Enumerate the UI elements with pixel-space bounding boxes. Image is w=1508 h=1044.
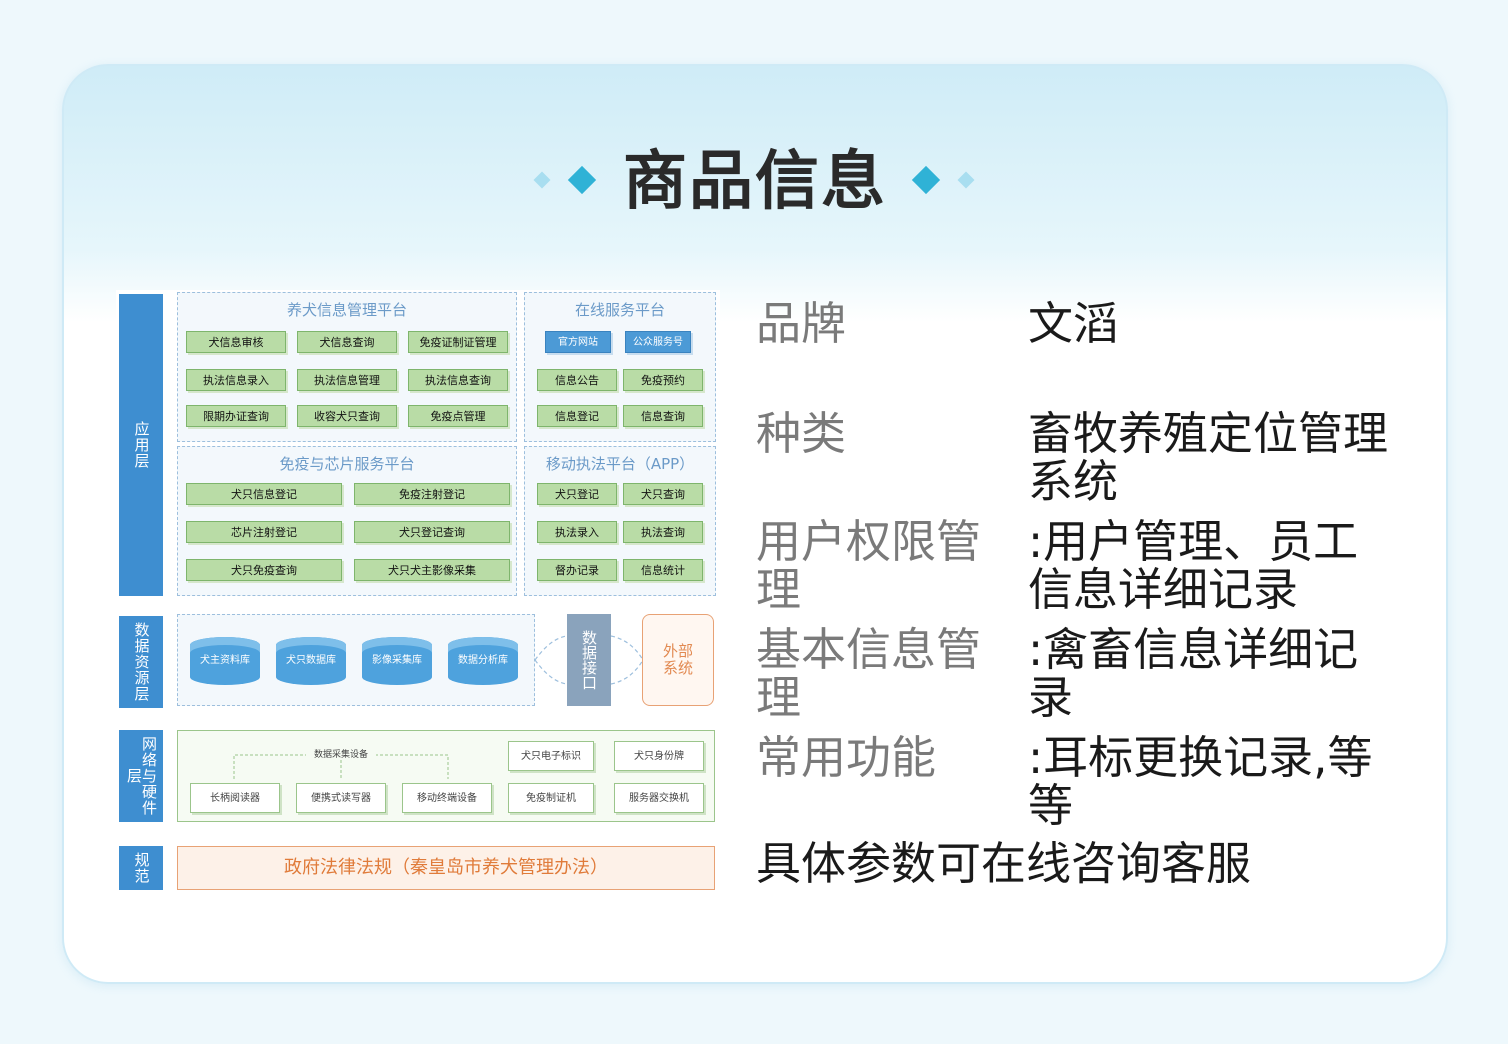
hardware-group-label: 数据采集设备	[306, 747, 376, 760]
hardware-box: 便携式读写器	[296, 783, 386, 813]
database-cylinder: 犬主资料库	[190, 637, 260, 685]
spec-label-common-functions: 常用功能	[756, 731, 937, 784]
module-box: 信息登记	[537, 405, 617, 427]
title-row: 商品信息	[0, 140, 1508, 230]
panel-mobile-enforcement: 移动执法平台（APP） 犬只登记 犬只查询 执法录入 执法查询 督办记录 信息统…	[524, 446, 716, 596]
layer-label-data: 数据资源层	[119, 616, 163, 708]
external-system-box: 外部系统	[642, 614, 714, 706]
module-box: 执法查询	[623, 521, 703, 543]
layer-label-app: 应用层	[119, 294, 163, 596]
hardware-box: 服务器交换机	[614, 783, 704, 813]
module-box: 执法信息录入	[186, 369, 286, 391]
module-box: 犬只登记	[537, 483, 617, 505]
module-box: 公众服务号	[625, 331, 691, 353]
spec-value-type: 畜牧养殖定位管理系统	[1028, 407, 1389, 508]
module-box: 犬只犬主影像采集	[354, 559, 510, 581]
diamond-decoration-icon	[911, 165, 941, 195]
panel-title: 养犬信息管理平台	[286, 301, 407, 319]
panel-databases: 犬主资料库 犬只数据库 影像采集库 数据分析库	[177, 614, 535, 706]
hardware-box: 犬只身份牌	[614, 741, 704, 771]
diamond-decoration-icon	[957, 171, 975, 189]
spec-value-basic-info: :禽畜信息详细记录	[1028, 623, 1359, 724]
consult-note: 具体参数可在线咨询客服	[756, 837, 1252, 890]
connector-lines	[535, 635, 644, 685]
module-box: 执法信息查询	[408, 369, 508, 391]
module-box: 犬只登记查询	[354, 521, 510, 543]
spec-value-user-permission: :用户管理、员工信息详细记录	[1028, 515, 1359, 616]
hardware-box: 长柄阅读器	[190, 783, 280, 813]
page-title: 商品信息	[623, 145, 887, 219]
database-cylinder: 影像采集库	[362, 637, 432, 685]
panel-breeding-platform: 养犬信息管理平台 犬信息审核 犬信息查询 免疫证制证管理 执法信息录入 执法信息…	[177, 292, 517, 442]
spec-value-common-functions: :耳标更换记录,等等	[1028, 731, 1373, 832]
database-cylinder: 数据分析库	[448, 637, 518, 685]
hardware-box: 免疫制证机	[508, 783, 594, 813]
database-cylinder: 犬只数据库	[276, 637, 346, 685]
module-box: 犬信息查询	[297, 331, 397, 353]
panel-online-service: 在线服务平台 官方网站 公众服务号 信息公告 免疫预约 信息登记 信息查询	[524, 292, 716, 442]
module-box: 犬只信息登记	[186, 483, 342, 505]
hardware-box: 犬只电子标识	[508, 741, 594, 771]
diamond-decoration-icon	[567, 165, 597, 195]
module-box: 犬信息审核	[186, 331, 286, 353]
module-box: 芯片注射登记	[186, 521, 342, 543]
module-box: 官方网站	[545, 331, 611, 353]
module-box: 犬只查询	[623, 483, 703, 505]
data-interface-box: 数据接口	[567, 614, 611, 706]
spec-label-brand: 品牌	[756, 297, 847, 350]
architecture-diagram: 应用层 数据资源层 网络与硬件层 规范 养犬信息管理平台 犬信息审核 犬信息查询…	[116, 290, 720, 896]
module-box: 犬只免疫查询	[186, 559, 342, 581]
panel-hardware: 数据采集设备 犬只电子标识 犬只身份牌 长柄阅读器 便携式读写器 移动终端设备 …	[177, 730, 715, 822]
spec-label-type: 种类	[756, 407, 847, 460]
module-box: 免疫点管理	[408, 405, 508, 427]
module-box: 收容犬只查询	[297, 405, 397, 427]
module-box: 执法录入	[537, 521, 617, 543]
module-box: 督办记录	[537, 559, 617, 581]
module-box: 免疫预约	[623, 369, 703, 391]
spec-label-basic-info: 基本信息管理	[756, 623, 982, 724]
module-box: 限期办证查询	[186, 405, 286, 427]
law-regulation-box: 政府法律法规（秦皇岛市养犬管理办法）	[177, 846, 715, 890]
layer-label-network: 网络与硬件层	[119, 730, 163, 822]
module-box: 信息查询	[623, 405, 703, 427]
diamond-decoration-icon	[533, 171, 551, 189]
panel-title: 移动执法平台（APP）	[545, 455, 695, 473]
module-box: 执法信息管理	[297, 369, 397, 391]
hardware-box: 移动终端设备	[402, 783, 492, 813]
spec-label-user-permission: 用户权限管理	[756, 515, 982, 616]
panel-title: 在线服务平台	[574, 301, 665, 319]
panel-title: 免疫与芯片服务平台	[279, 455, 415, 473]
module-box: 免疫注射登记	[354, 483, 510, 505]
panel-chip-platform: 免疫与芯片服务平台 犬只信息登记 免疫注射登记 芯片注射登记 犬只登记查询 犬只…	[177, 446, 517, 596]
module-box: 信息统计	[623, 559, 703, 581]
layer-label-norms: 规范	[119, 846, 163, 890]
spec-value-brand: 文滔	[1028, 297, 1119, 350]
module-box: 信息公告	[537, 369, 617, 391]
module-box: 免疫证制证管理	[408, 331, 508, 353]
